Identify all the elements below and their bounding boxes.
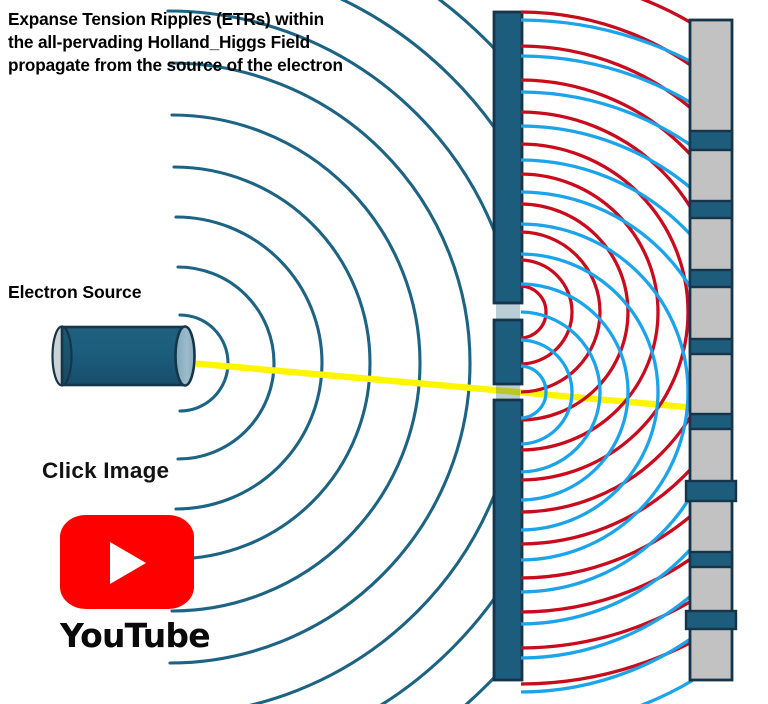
detector-fringe-band — [684, 609, 738, 631]
red-wave-arc — [521, 78, 693, 546]
blue-wave-arc — [521, 222, 690, 562]
detector-fringe-band — [688, 412, 734, 431]
barrier-plate-top — [492, 10, 524, 305]
cylinder-back-cap — [51, 325, 73, 387]
detector-fringe-band — [688, 199, 734, 220]
cylinder-end-cap — [174, 325, 196, 387]
detector-fringe-band — [688, 550, 734, 569]
source-wave-arc — [166, 9, 494, 704]
red-wave-arc — [521, 258, 574, 366]
cylinder-body — [60, 325, 187, 387]
source-wave-arc — [172, 165, 372, 561]
red-wave-arc — [521, 0, 693, 650]
detector-fringe-band — [688, 129, 734, 152]
detector-fringe-band — [688, 268, 734, 289]
red-wave-arc — [521, 172, 660, 452]
blue-wave-arc — [521, 124, 693, 660]
blue-wave-arc — [521, 54, 693, 704]
youtube-link[interactable]: YouTube — [60, 515, 211, 655]
barrier-plate-bottom — [492, 398, 524, 682]
blue-wave-arc — [521, 338, 574, 446]
red-wave-arc — [521, 110, 693, 514]
red-wave-arc — [521, 142, 690, 482]
source-wave-arc — [170, 113, 422, 613]
electron-source-cylinder — [51, 325, 196, 387]
red-wave-arc — [521, 230, 602, 394]
source-wave-arc — [339, 0, 494, 704]
electron-source-label: Electron Source — [8, 282, 142, 302]
slit2-blue-wavefronts — [521, 18, 693, 704]
source-wave-arc — [178, 313, 230, 413]
blue-wave-arc — [521, 158, 693, 626]
source-wave-arc — [176, 265, 276, 461]
figure-caption: Expanse Tension Ripples (ETRs) within th… — [8, 9, 343, 75]
blue-wave-arc — [521, 252, 660, 532]
click-image-prompt: Click Image — [42, 458, 170, 483]
play-triangle-icon — [110, 542, 146, 584]
blue-wave-arc — [521, 282, 630, 502]
blue-wave-arc — [521, 90, 693, 694]
barrier-plate-middle — [492, 318, 524, 386]
detector-screen — [684, 18, 738, 682]
blue-wave-arc — [521, 364, 548, 420]
source-wave-arc — [168, 61, 472, 665]
detector-fringe-band — [684, 479, 738, 503]
blue-wave-arc — [521, 190, 693, 594]
electron-beam — [195, 360, 698, 412]
youtube-wordmark: YouTube — [60, 616, 211, 655]
source-wave-arc — [174, 215, 324, 511]
detector-fringe-band — [688, 337, 734, 356]
blue-wave-arc — [521, 310, 602, 474]
red-wave-arc — [521, 284, 548, 340]
interference-wavefront-group — [521, 0, 693, 704]
source-wavefront-group — [166, 0, 494, 704]
youtube-play-button[interactable] — [60, 515, 194, 609]
double-slit-barrier — [492, 10, 524, 682]
